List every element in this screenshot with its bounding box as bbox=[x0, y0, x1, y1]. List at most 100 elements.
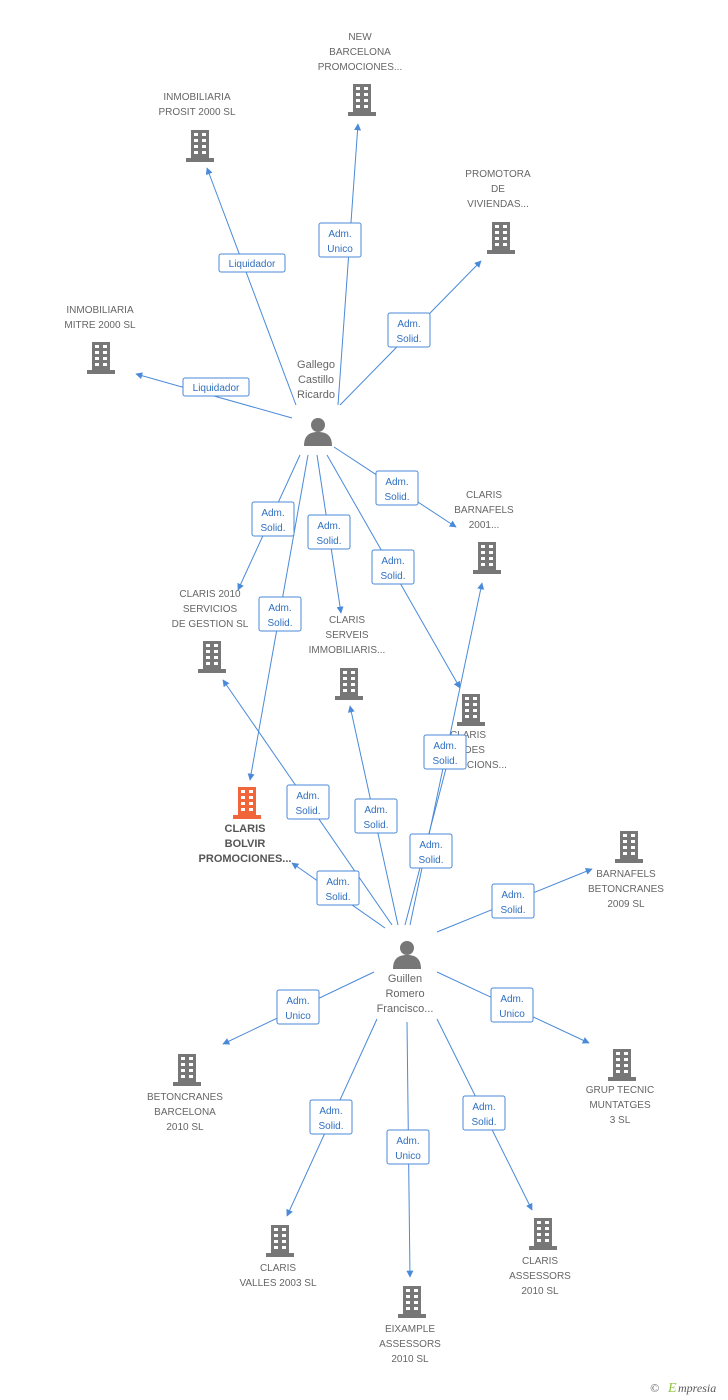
relation-badge[interactable]: Adm.Solid. bbox=[354, 798, 398, 834]
relation-badge[interactable]: Adm.Solid. bbox=[309, 1099, 353, 1135]
company-node-claris_serveis[interactable]: CLARIS SERVEIS IMMOBILIARIS... bbox=[309, 615, 386, 700]
node-label: MITRE 2000 SL bbox=[64, 320, 136, 331]
building-icon bbox=[487, 222, 515, 254]
node-label: BETONCRANES bbox=[588, 884, 664, 895]
relation-badge[interactable]: Liquidador bbox=[218, 253, 286, 273]
node-label: PROMOCIONES... bbox=[199, 853, 292, 865]
node-label: 3 SL bbox=[610, 1115, 631, 1126]
edge-layer bbox=[135, 123, 593, 1278]
node-label: PROMOCIONES... bbox=[318, 62, 402, 73]
edge-gallego-inmobiliaria_prosit bbox=[205, 167, 297, 406]
building-icon bbox=[348, 84, 376, 116]
relation-label: Adm. bbox=[381, 556, 404, 567]
company-node-new_barcelona[interactable]: NEW BARCELONA PROMOCIONES... bbox=[318, 32, 402, 116]
relation-badge[interactable]: Adm.Solid. bbox=[258, 596, 302, 632]
node-label: Gallego bbox=[297, 359, 335, 371]
node-label: BOLVIR bbox=[225, 838, 266, 850]
node-label: INMOBILIARIA bbox=[66, 305, 134, 316]
relation-label: Solid. bbox=[316, 536, 341, 547]
brand-name: mpresia bbox=[678, 1381, 716, 1395]
building-icon bbox=[608, 1049, 636, 1081]
relation-badge[interactable]: Adm. Solid. bbox=[491, 883, 535, 919]
relation-badge[interactable]: Liquidador bbox=[182, 377, 250, 397]
building-icon bbox=[473, 542, 501, 574]
node-label: BARNAFELS bbox=[454, 505, 514, 516]
relation-label: Adm. bbox=[317, 521, 340, 532]
node-label: Guillen bbox=[388, 973, 422, 985]
building-icon bbox=[233, 787, 261, 819]
relation-badge[interactable]: Adm. Solid. bbox=[371, 549, 415, 585]
relation-label: Unico bbox=[395, 1151, 421, 1162]
relation-badge[interactable]: Adm.Solid. bbox=[387, 312, 431, 348]
node-label: PROSIT 2000 SL bbox=[158, 107, 236, 118]
relation-badge[interactable]: Adm.Unico bbox=[318, 222, 362, 258]
building-icon bbox=[173, 1054, 201, 1086]
relation-label: Unico bbox=[327, 244, 353, 255]
relation-label: Adm. bbox=[326, 877, 349, 888]
node-label: 2010 SL bbox=[166, 1122, 204, 1133]
node-label: CLARIS bbox=[225, 823, 266, 835]
relation-badge[interactable]: Adm.Solid. bbox=[409, 833, 453, 869]
node-label: CLARIS bbox=[522, 1256, 558, 1267]
relation-label: Solid. bbox=[260, 523, 285, 534]
node-label: IMMOBILIARIS... bbox=[309, 645, 386, 656]
company-node-claris_barnafels[interactable]: CLARISBARNAFELS2001... bbox=[454, 490, 514, 574]
relation-badge[interactable]: Adm. Solid. bbox=[307, 514, 351, 550]
relation-badge[interactable]: Adm. Solid. bbox=[286, 784, 330, 820]
relation-label: Solid. bbox=[471, 1117, 496, 1128]
building-icon bbox=[457, 694, 485, 726]
relation-label: Adm. bbox=[472, 1102, 495, 1113]
company-node-promotora_viviendas[interactable]: PROMOTORADEVIVIENDAS... bbox=[465, 169, 531, 254]
relation-label: Adm. bbox=[433, 741, 456, 752]
node-label: BARNAFELS bbox=[596, 869, 656, 880]
node-layer: NEWBARCELONAPROMOCIONES...INMOBILIARIAPR… bbox=[64, 32, 664, 1365]
relation-badge[interactable]: Adm.Solid. bbox=[316, 870, 360, 906]
company-node-claris_bolvir[interactable]: CLARIS BOLVIR PROMOCIONES... bbox=[199, 787, 292, 865]
node-label: CLARIS bbox=[329, 615, 365, 626]
node-label: SERVEIS bbox=[325, 630, 368, 641]
node-label: BARCELONA bbox=[329, 47, 391, 58]
relation-label: Solid. bbox=[380, 571, 405, 582]
relation-badge[interactable]: Adm.Unico bbox=[386, 1129, 430, 1165]
company-node-claris_sedes[interactable]: CLARISSEDESPROMOCIONS... bbox=[429, 694, 507, 771]
relation-label: Unico bbox=[285, 1011, 311, 1022]
relation-label: Solid. bbox=[267, 618, 292, 629]
relation-badge[interactable]: Adm.Unico bbox=[276, 989, 320, 1025]
node-label: Ricardo bbox=[297, 389, 335, 401]
relation-label: Solid. bbox=[432, 756, 457, 767]
person-icon bbox=[393, 941, 421, 969]
node-label: CLARIS 2010 bbox=[179, 589, 241, 600]
person-node-guillen[interactable]: GuillenRomeroFrancisco... bbox=[377, 941, 434, 1015]
relation-label: Solid. bbox=[500, 905, 525, 916]
person-icon bbox=[304, 418, 332, 446]
node-label: Romero bbox=[385, 988, 424, 1000]
relation-label: Adm. bbox=[296, 791, 319, 802]
brand-initial: E bbox=[667, 1381, 677, 1396]
relation-badge[interactable]: Adm.Unico bbox=[490, 987, 534, 1023]
relation-label: Solid. bbox=[384, 492, 409, 503]
node-label: Francisco... bbox=[377, 1003, 434, 1015]
node-label: VIVIENDAS... bbox=[467, 199, 529, 210]
relation-badge[interactable]: Adm.Solid. bbox=[251, 501, 295, 537]
relation-badge[interactable]: Adm.Solid. bbox=[375, 470, 419, 506]
relation-label: Solid. bbox=[295, 806, 320, 817]
company-node-inmobiliaria_mitre[interactable]: INMOBILIARIA MITRE 2000 SL bbox=[64, 305, 136, 374]
node-label: ASSESSORS bbox=[509, 1271, 571, 1282]
relation-badge[interactable]: Adm. Solid. bbox=[462, 1095, 506, 1131]
relation-label: Adm. bbox=[397, 319, 420, 330]
relation-label: Adm. bbox=[501, 890, 524, 901]
relation-badge[interactable]: Adm. Solid. bbox=[423, 734, 467, 770]
node-label: NEW bbox=[348, 32, 372, 43]
relation-label: Adm. bbox=[500, 994, 523, 1005]
building-icon bbox=[529, 1218, 557, 1250]
